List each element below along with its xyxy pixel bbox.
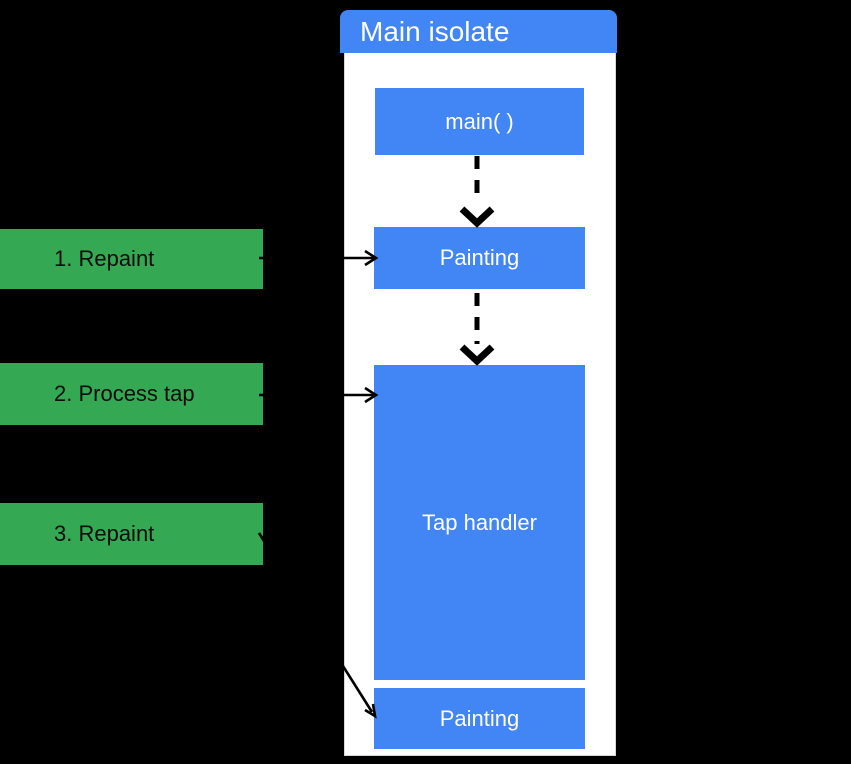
event-box-repaint-1: 1. Repaint (0, 229, 263, 289)
painting-box-1: Painting (374, 227, 585, 289)
event-label-process-tap: 2. Process tap (54, 381, 195, 406)
painting-box-2: Painting (374, 688, 585, 749)
event-label-repaint-1: 1. Repaint (54, 246, 155, 271)
main-isolate-header: Main isolate (340, 10, 617, 53)
tap-handler-label: Tap handler (422, 509, 537, 535)
painting-box-2-label: Painting (439, 705, 520, 731)
main-isolate-title: Main isolate (360, 16, 510, 47)
main-function-box: main( ) (375, 88, 584, 155)
main-function-label: main( ) (445, 108, 514, 134)
event-box-process-tap: 2. Process tap (0, 363, 263, 425)
painting-box-1-label: Painting (439, 245, 520, 270)
tap-handler-box: Tap handler (374, 365, 585, 680)
event-label-repaint-3: 3. Repaint (54, 521, 155, 546)
event-box-repaint-3: 3. Repaint (0, 503, 263, 565)
